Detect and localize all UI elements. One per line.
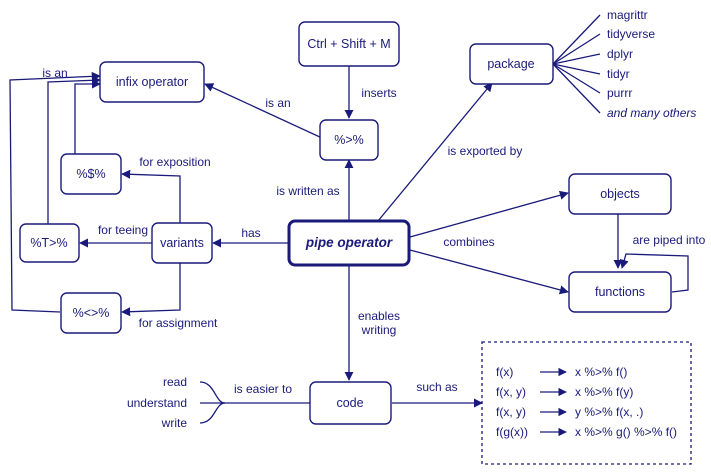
label-inserts: inserts bbox=[361, 86, 396, 100]
label-has: has bbox=[241, 226, 260, 240]
variants-box bbox=[151, 222, 213, 264]
edge-variants-to-exposition bbox=[121, 169, 181, 223]
examples-box bbox=[481, 341, 692, 465]
edge-write-to-brace bbox=[199, 402, 226, 424]
variants-label: variants bbox=[160, 236, 204, 250]
exposition-pipe-label: %$% bbox=[76, 167, 105, 181]
tee-pipe-label: %T>% bbox=[30, 236, 67, 250]
shortcut-box bbox=[298, 21, 400, 67]
label-is-written-as: is written as bbox=[276, 184, 339, 198]
example-right-3: y %>% f(x, .) bbox=[575, 405, 643, 419]
label-enables: enables bbox=[358, 309, 400, 323]
edge-functions-loop bbox=[619, 253, 689, 293]
edge-package-to-magrittr bbox=[552, 14, 601, 65]
edge-tee-to-infix bbox=[47, 75, 101, 226]
package-item-dplyr: dplyr bbox=[607, 47, 633, 61]
shortcut-label: Ctrl + Shift + M bbox=[307, 37, 390, 51]
example-right-1: x %>% f() bbox=[575, 365, 627, 379]
quality-write: write bbox=[161, 416, 188, 430]
label-for-exposition: for exposition bbox=[139, 155, 210, 169]
pipe-operator-box bbox=[287, 219, 411, 267]
example-left-2: f(x, y) bbox=[496, 385, 526, 399]
pipe-operator-label: pipe operator bbox=[305, 235, 393, 250]
package-label: package bbox=[487, 57, 534, 71]
example-right-2: x %>% f(y) bbox=[575, 385, 633, 399]
functions-box bbox=[568, 271, 672, 313]
quality-read: read bbox=[163, 375, 187, 389]
edge-read-to-brace bbox=[199, 381, 226, 404]
package-box bbox=[469, 43, 554, 85]
label-for-assignment: for assignment bbox=[139, 316, 218, 330]
edge-exposition-to-infix bbox=[74, 79, 101, 154]
label-combines: combines bbox=[443, 235, 494, 249]
code-label: code bbox=[336, 396, 363, 410]
quality-understand: understand bbox=[127, 396, 187, 410]
assignment-pipe-box bbox=[60, 292, 122, 334]
infix-operator-box bbox=[99, 61, 205, 103]
edge-pipe-operator-to-functions bbox=[409, 249, 569, 295]
package-item-purrr: purrr bbox=[607, 86, 632, 100]
objects-label: objects bbox=[600, 187, 640, 201]
pipe-symbol-label: %>% bbox=[334, 133, 364, 147]
edge-package-to-dplyr bbox=[552, 53, 601, 65]
objects-box bbox=[568, 173, 672, 215]
edge-package-to-purrr bbox=[552, 63, 601, 94]
examples-list: f(x) x %>% f() f(x, y) x %>% f(y) f(x, y… bbox=[496, 365, 677, 439]
edge-assignment-to-infix bbox=[9, 71, 101, 313]
package-item-magrittr: magrittr bbox=[607, 8, 648, 22]
package-item-tidyr: tidyr bbox=[607, 67, 630, 81]
label-is-an-mid: is an bbox=[265, 96, 290, 110]
label-are-piped-into: are piped into bbox=[633, 233, 706, 247]
edge-pipe-operator-to-package bbox=[377, 82, 493, 222]
edge-pipe-symbol-to-infix bbox=[204, 83, 323, 139]
label-is-easier-to: is easier to bbox=[234, 382, 292, 396]
label-is-an-top: is an bbox=[42, 66, 67, 80]
label-writing: writing bbox=[361, 323, 397, 337]
exposition-pipe-box bbox=[60, 153, 122, 195]
example-left-1: f(x) bbox=[496, 365, 513, 379]
example-left-4: f(g(x)) bbox=[496, 425, 528, 439]
label-such-as: such as bbox=[416, 380, 457, 394]
package-item-others: and many others bbox=[607, 106, 696, 120]
example-left-3: f(x, y) bbox=[496, 405, 526, 419]
code-box bbox=[309, 381, 392, 425]
package-item-tidyverse: tidyverse bbox=[607, 27, 655, 41]
label-for-teeing: for teeing bbox=[98, 223, 148, 237]
assignment-pipe-label: %<>% bbox=[73, 306, 110, 320]
pipe-symbol-box bbox=[319, 119, 379, 161]
edge-package-to-others bbox=[552, 63, 601, 114]
tee-pipe-box bbox=[19, 223, 80, 263]
edge-package-to-tidyverse bbox=[552, 33, 601, 65]
infix-operator-label: infix operator bbox=[116, 75, 188, 89]
edge-pipe-operator-to-objects bbox=[409, 190, 569, 238]
example-right-4: x %>% g() %>% f() bbox=[575, 425, 677, 439]
functions-label: functions bbox=[595, 285, 645, 299]
edge-variants-to-assignment bbox=[121, 263, 181, 317]
edge-package-to-tidyr bbox=[552, 63, 601, 75]
label-is-exported-by: is exported by bbox=[448, 144, 523, 158]
